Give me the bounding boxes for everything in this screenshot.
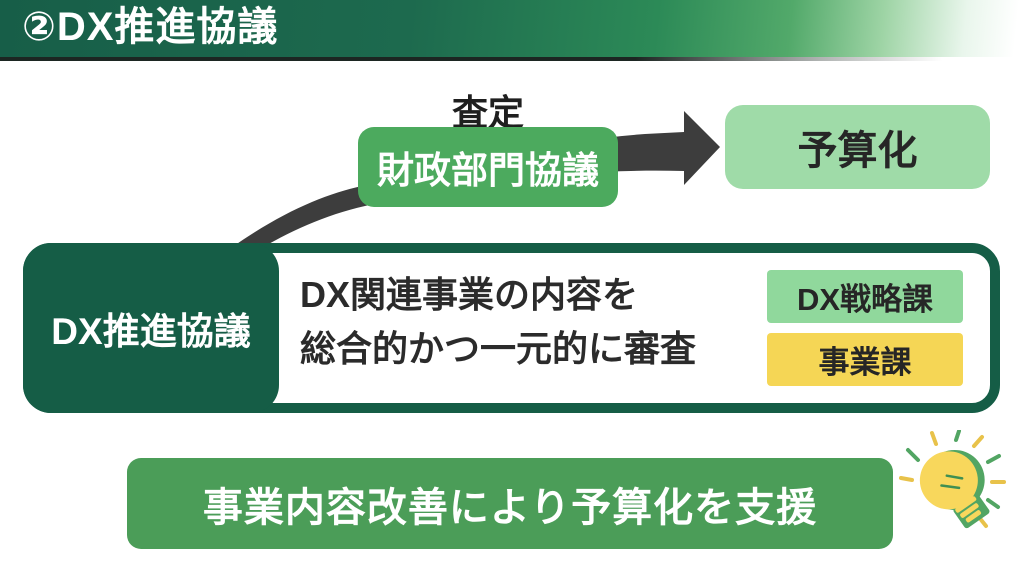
lightbulb-icon bbox=[899, 430, 1006, 529]
footer-message-banner: 事業内容改善により予算化を支援 bbox=[127, 458, 893, 549]
header-underline bbox=[0, 57, 1024, 61]
council-description-line2: 総合的かつ一元的に審査 bbox=[300, 328, 697, 369]
header-bar: ②DX推進協議 bbox=[0, 0, 1024, 57]
page-title: ②DX推進協議 bbox=[22, 4, 279, 49]
council-description-line1: DX関連事業の内容を bbox=[300, 274, 639, 315]
finance-consultation-box: 財政部門協議 bbox=[358, 127, 618, 207]
assessment-label: 査定 bbox=[451, 92, 524, 133]
council-title-box: DX推進協議 bbox=[23, 243, 279, 413]
member-tag-business: 事業課 bbox=[767, 333, 963, 386]
council-description: DX関連事業の内容を 総合的かつ一元的に審査 bbox=[300, 268, 696, 376]
member-tag-dx-strategy: DX戦略課 bbox=[767, 270, 963, 323]
budgeting-box: 予算化 bbox=[725, 105, 990, 189]
